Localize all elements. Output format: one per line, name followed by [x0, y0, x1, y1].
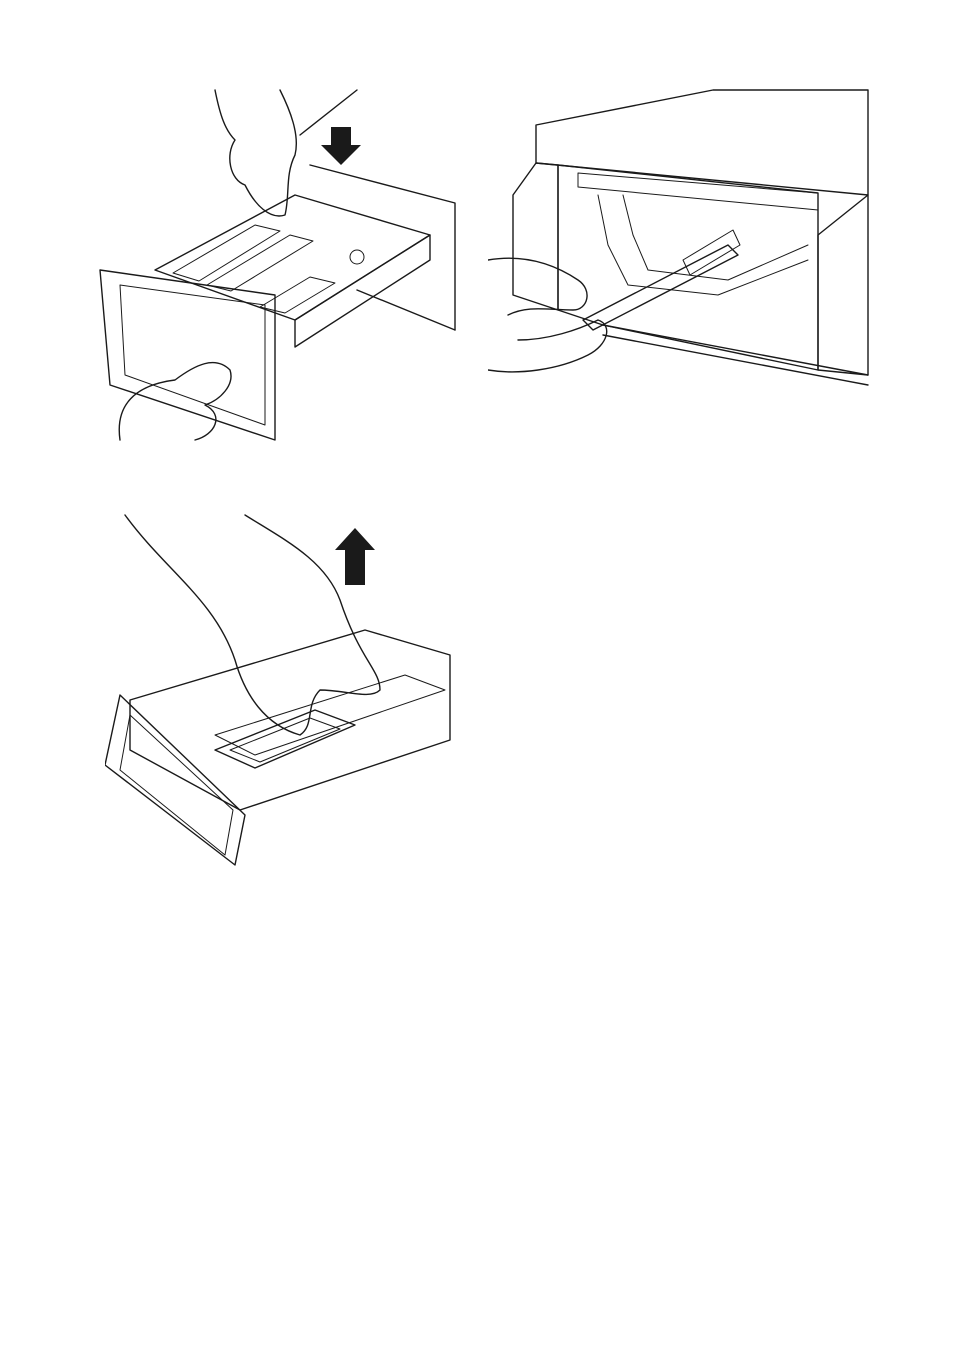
siphon-insert-lift-illustration: [105, 510, 460, 870]
dispenser-drawer-removal-illustration: [95, 85, 465, 445]
brush-cleaning-recess-illustration: [488, 85, 873, 415]
